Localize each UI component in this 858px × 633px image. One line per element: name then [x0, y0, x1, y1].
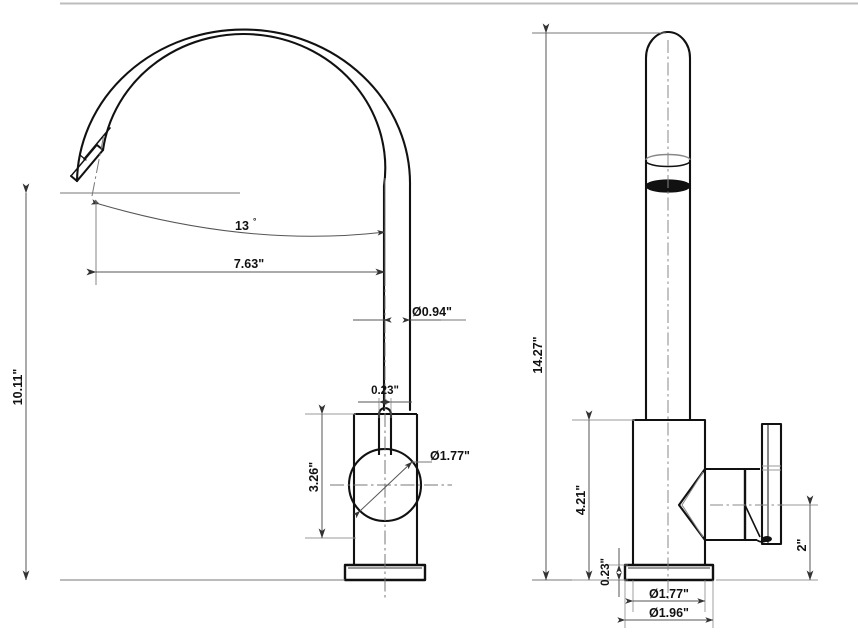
side-view-geometry	[623, 30, 715, 582]
dimension-label-side-base-thickness: 0.23"	[600, 558, 612, 586]
dimension-label-front-spout-angle-unit: °	[253, 216, 257, 226]
dimension-label-side-base-diameter: Ø1.96"	[649, 606, 689, 620]
dimension-front-spout-angle: 13 °	[90, 199, 386, 237]
dimension-label-front-body-height: 3.26"	[307, 462, 321, 492]
dimension-front-reach: 7.63"	[86, 190, 386, 285]
side-view-handle	[677, 422, 783, 546]
dimension-label-front-tube-offset: 0.23"	[371, 385, 399, 397]
dimension-front-body-diameter: Ø1.77"	[352, 449, 470, 519]
dimension-side-body-height: 4.21"	[572, 410, 635, 581]
dimension-side-handle-projection: 2"	[716, 495, 818, 581]
dimension-label-front-body-diameter: Ø1.77"	[430, 449, 470, 463]
dimension-label-front-overall-height: 10.11"	[11, 369, 25, 406]
front-view-geometry	[69, 28, 412, 412]
dimension-label-front-spout-angle: 13	[235, 219, 249, 233]
dimension-side-base-thickness: 0.23"	[600, 548, 628, 597]
dimension-side-base-diameter: Ø1.96"	[617, 580, 714, 628]
dimension-label-front-reach: 7.63"	[234, 257, 264, 271]
dimension-label-side-body-height: 4.21"	[574, 485, 588, 515]
dimension-front-tube-diameter: Ø0.94"	[353, 305, 466, 323]
dimension-label-side-body-diameter: Ø1.77"	[649, 587, 689, 601]
dimension-front-tube-offset: 0.23"	[358, 385, 412, 418]
dimension-label-side-handle-projection: 2"	[795, 538, 809, 551]
dimension-front-overall-height: 10.11"	[11, 183, 345, 581]
dimension-label-side-overall-height: 14.27"	[531, 336, 545, 373]
front-view-centerlines	[91, 133, 452, 600]
dimension-side-body-diameter: Ø1.77"	[625, 580, 706, 612]
dimension-label-front-tube-diameter: Ø0.94"	[412, 305, 452, 319]
dimension-front-body-height: 3.26"	[305, 404, 356, 539]
